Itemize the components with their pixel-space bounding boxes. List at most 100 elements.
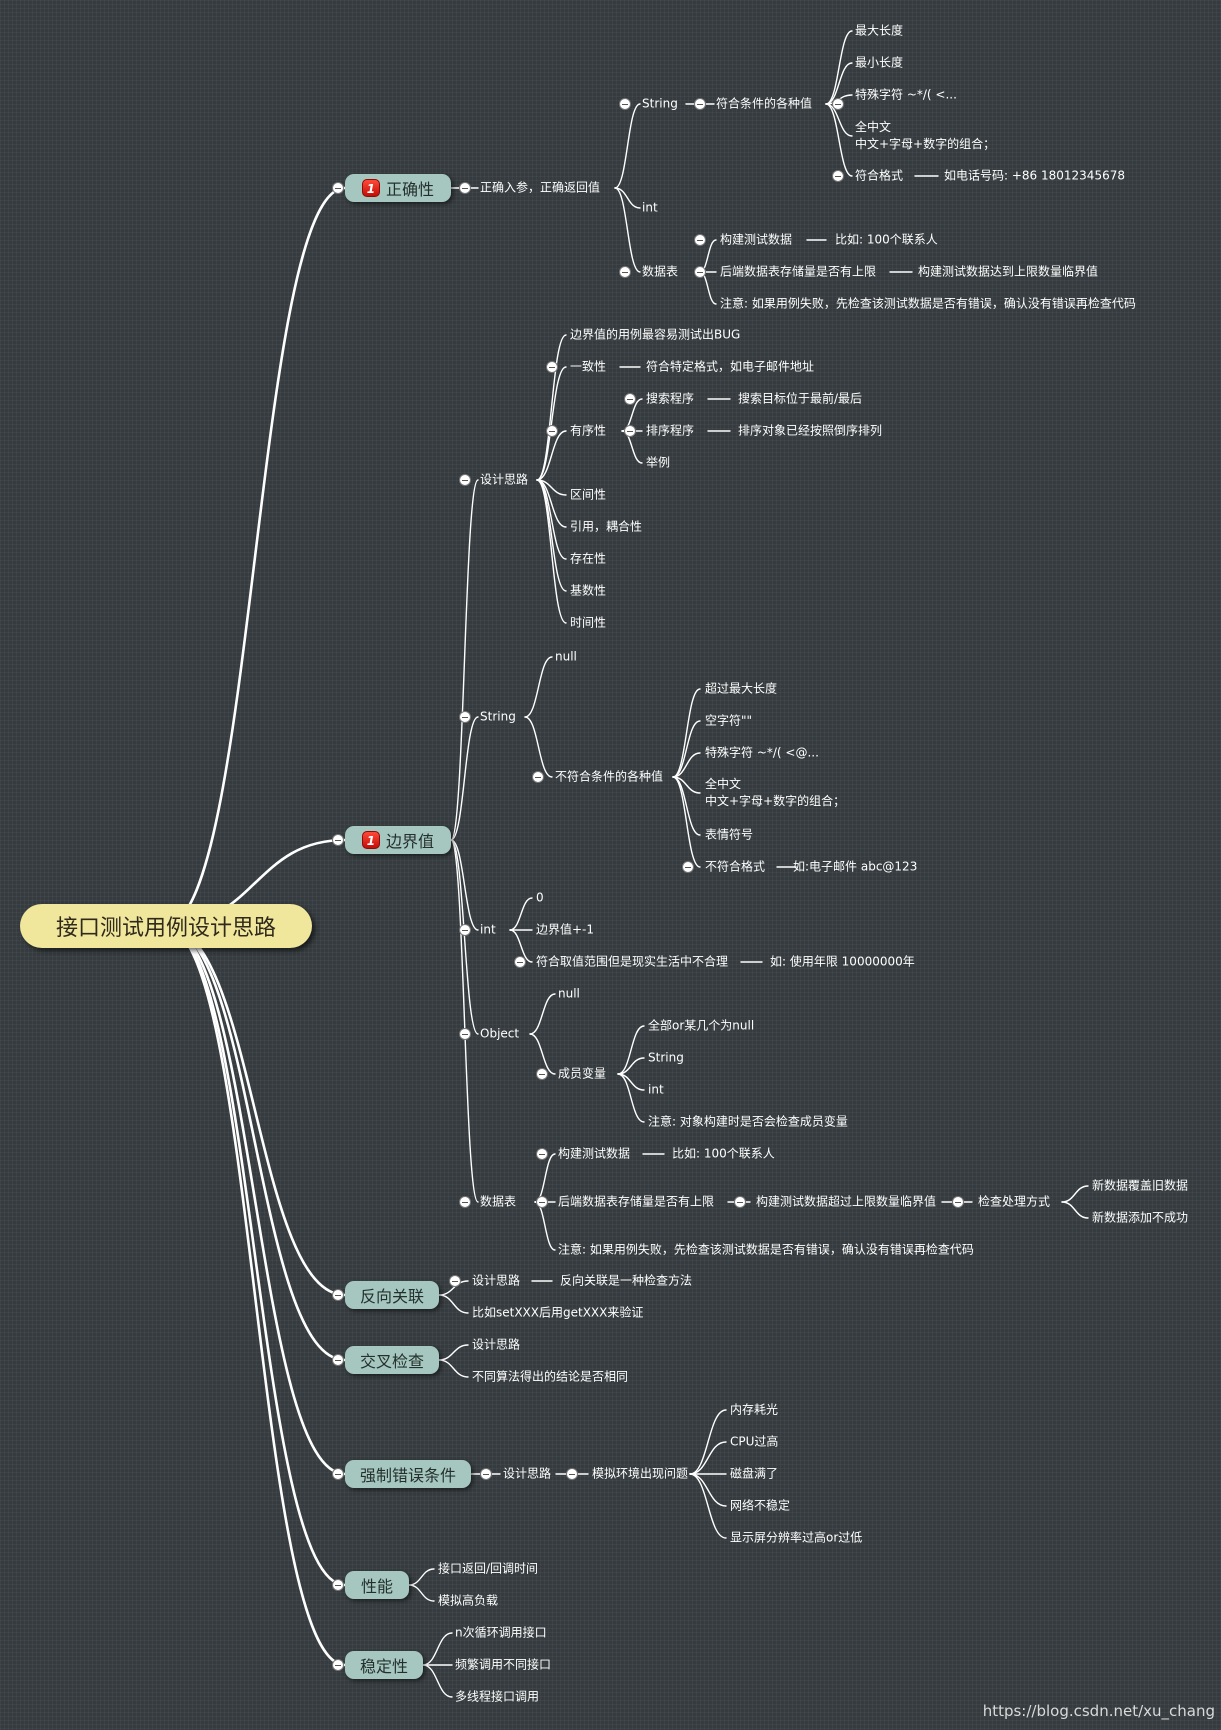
collapse-toggle-icon[interactable]: [459, 182, 471, 194]
node[interactable]: 不符合格式: [705, 859, 766, 874]
collapse-toggle-icon[interactable]: [694, 98, 706, 110]
node[interactable]: 频繁调用不同接口: [455, 1657, 552, 1672]
node[interactable]: 注意: 如果用例失败，先检查该测试数据是否有错误，确认没有错误再检查代码: [558, 1242, 974, 1257]
node[interactable]: Object: [480, 1026, 520, 1041]
node[interactable]: 特殊字符 ~*/( <@...: [705, 745, 819, 760]
node[interactable]: 设计思路: [472, 1273, 521, 1288]
node[interactable]: 不符合条件的各种值: [555, 769, 664, 784]
collapse-toggle-icon[interactable]: [332, 1659, 344, 1671]
node[interactable]: 全中文 中文+字母+数字的组合；: [705, 777, 846, 808]
collapse-toggle-icon[interactable]: [532, 771, 544, 783]
node[interactable]: 新数据添加不成功: [1092, 1210, 1189, 1225]
node[interactable]: 排序程序: [646, 423, 695, 438]
node[interactable]: 0: [536, 890, 544, 905]
node[interactable]: int: [480, 922, 496, 937]
node[interactable]: 时间性: [570, 615, 607, 630]
node[interactable]: 空字符"": [705, 713, 753, 728]
node[interactable]: 多线程接口调用: [455, 1689, 540, 1704]
node[interactable]: 区间性: [570, 487, 607, 502]
node[interactable]: 超过最大长度: [705, 681, 778, 696]
collapse-toggle-icon[interactable]: [682, 861, 694, 873]
topic-performance[interactable]: 性能: [345, 1571, 409, 1599]
node[interactable]: 全部or某几个为null: [648, 1018, 755, 1033]
node[interactable]: 搜索目标位于最前/最后: [738, 391, 863, 406]
collapse-toggle-icon[interactable]: [332, 1468, 344, 1480]
node[interactable]: 符合条件的各种值: [716, 96, 813, 111]
node[interactable]: 不同算法得出的结论是否相同: [472, 1369, 629, 1384]
collapse-toggle-icon[interactable]: [536, 1148, 548, 1160]
collapse-toggle-icon[interactable]: [514, 956, 526, 968]
collapse-toggle-icon[interactable]: [546, 425, 558, 437]
node[interactable]: 比如: 100个联系人: [672, 1146, 775, 1161]
node[interactable]: 符合取值范围但是现实生活中不合理: [536, 954, 729, 969]
node[interactable]: 后端数据表存储量是否有上限: [558, 1194, 715, 1209]
node[interactable]: String: [648, 1050, 684, 1065]
topic-cross-check[interactable]: 交叉检查: [345, 1346, 439, 1374]
collapse-toggle-icon[interactable]: [546, 361, 558, 373]
node[interactable]: 注意: 对象构建时是否会检查成员变量: [648, 1114, 848, 1129]
node[interactable]: 后端数据表存储量是否有上限: [720, 264, 877, 279]
collapse-toggle-icon[interactable]: [624, 425, 636, 437]
collapse-toggle-icon[interactable]: [332, 1579, 344, 1591]
node[interactable]: String: [480, 709, 516, 724]
collapse-toggle-icon[interactable]: [332, 834, 344, 846]
collapse-toggle-icon[interactable]: [459, 711, 471, 723]
node[interactable]: 举例: [646, 455, 671, 470]
node[interactable]: 构建测试数据达到上限数量临界值: [918, 264, 1099, 279]
node[interactable]: int: [642, 200, 658, 215]
collapse-toggle-icon[interactable]: [459, 1196, 471, 1208]
node[interactable]: 比如setXXX后用getXXX来验证: [472, 1305, 644, 1320]
topic-reverse[interactable]: 反向关联: [345, 1281, 439, 1309]
node[interactable]: 如: 使用年限 10000000年: [770, 954, 915, 969]
collapse-toggle-icon[interactable]: [624, 393, 636, 405]
node[interactable]: 成员变量: [558, 1066, 607, 1081]
node[interactable]: 正确入参，正确返回值: [480, 180, 601, 195]
root-topic[interactable]: 接口测试用例设计思路: [20, 904, 312, 948]
collapse-toggle-icon[interactable]: [332, 1354, 344, 1366]
node[interactable]: 数据表: [642, 264, 679, 279]
node[interactable]: int: [648, 1082, 664, 1097]
collapse-toggle-icon[interactable]: [694, 234, 706, 246]
node[interactable]: 特殊字符 ~*/( <...: [855, 87, 957, 102]
node[interactable]: 引用，耦合性: [570, 519, 643, 534]
node[interactable]: 边界值+-1: [536, 922, 595, 937]
node[interactable]: 排序对象已经按照倒序排列: [738, 423, 883, 438]
node[interactable]: 检查处理方式: [978, 1194, 1051, 1209]
collapse-toggle-icon[interactable]: [619, 266, 631, 278]
topic-forced-error[interactable]: 强制错误条件: [345, 1460, 471, 1488]
node[interactable]: 全中文 中文+字母+数字的组合；: [855, 120, 996, 151]
node[interactable]: 数据表: [480, 1194, 517, 1209]
node[interactable]: 网络不稳定: [730, 1498, 791, 1513]
collapse-toggle-icon[interactable]: [832, 98, 844, 110]
node[interactable]: 有序性: [570, 423, 607, 438]
collapse-toggle-icon[interactable]: [332, 1289, 344, 1301]
node[interactable]: n次循环调用接口: [455, 1625, 547, 1640]
node[interactable]: 构建测试数据: [720, 232, 793, 247]
node[interactable]: 新数据覆盖旧数据: [1092, 1178, 1189, 1193]
collapse-toggle-icon[interactable]: [459, 924, 471, 936]
collapse-toggle-icon[interactable]: [952, 1196, 964, 1208]
node[interactable]: 存在性: [570, 551, 607, 566]
collapse-toggle-icon[interactable]: [832, 170, 844, 182]
collapse-toggle-icon[interactable]: [694, 266, 706, 278]
node[interactable]: 设计思路: [480, 472, 529, 487]
node[interactable]: 内存耗光: [730, 1402, 779, 1417]
node[interactable]: 搜索程序: [646, 391, 695, 406]
node[interactable]: 设计思路: [503, 1466, 552, 1481]
node[interactable]: 磁盘满了: [730, 1466, 779, 1481]
node[interactable]: 如:电子邮件 abc@123: [793, 859, 918, 874]
node[interactable]: 构建测试数据超过上限数量临界值: [756, 1194, 937, 1209]
node[interactable]: 基数性: [570, 583, 607, 598]
collapse-toggle-icon[interactable]: [449, 1275, 461, 1287]
node[interactable]: 反向关联是一种检查方法: [560, 1273, 693, 1288]
node[interactable]: 模拟环境出现问题: [592, 1466, 689, 1481]
node[interactable]: 如电话号码: +86 18012345678: [944, 168, 1125, 183]
node[interactable]: 模拟高负载: [438, 1593, 499, 1608]
node[interactable]: 符合格式: [855, 168, 904, 183]
collapse-toggle-icon[interactable]: [734, 1196, 746, 1208]
collapse-toggle-icon[interactable]: [480, 1468, 492, 1480]
collapse-toggle-icon[interactable]: [332, 182, 344, 194]
topic-stability[interactable]: 稳定性: [345, 1651, 423, 1679]
